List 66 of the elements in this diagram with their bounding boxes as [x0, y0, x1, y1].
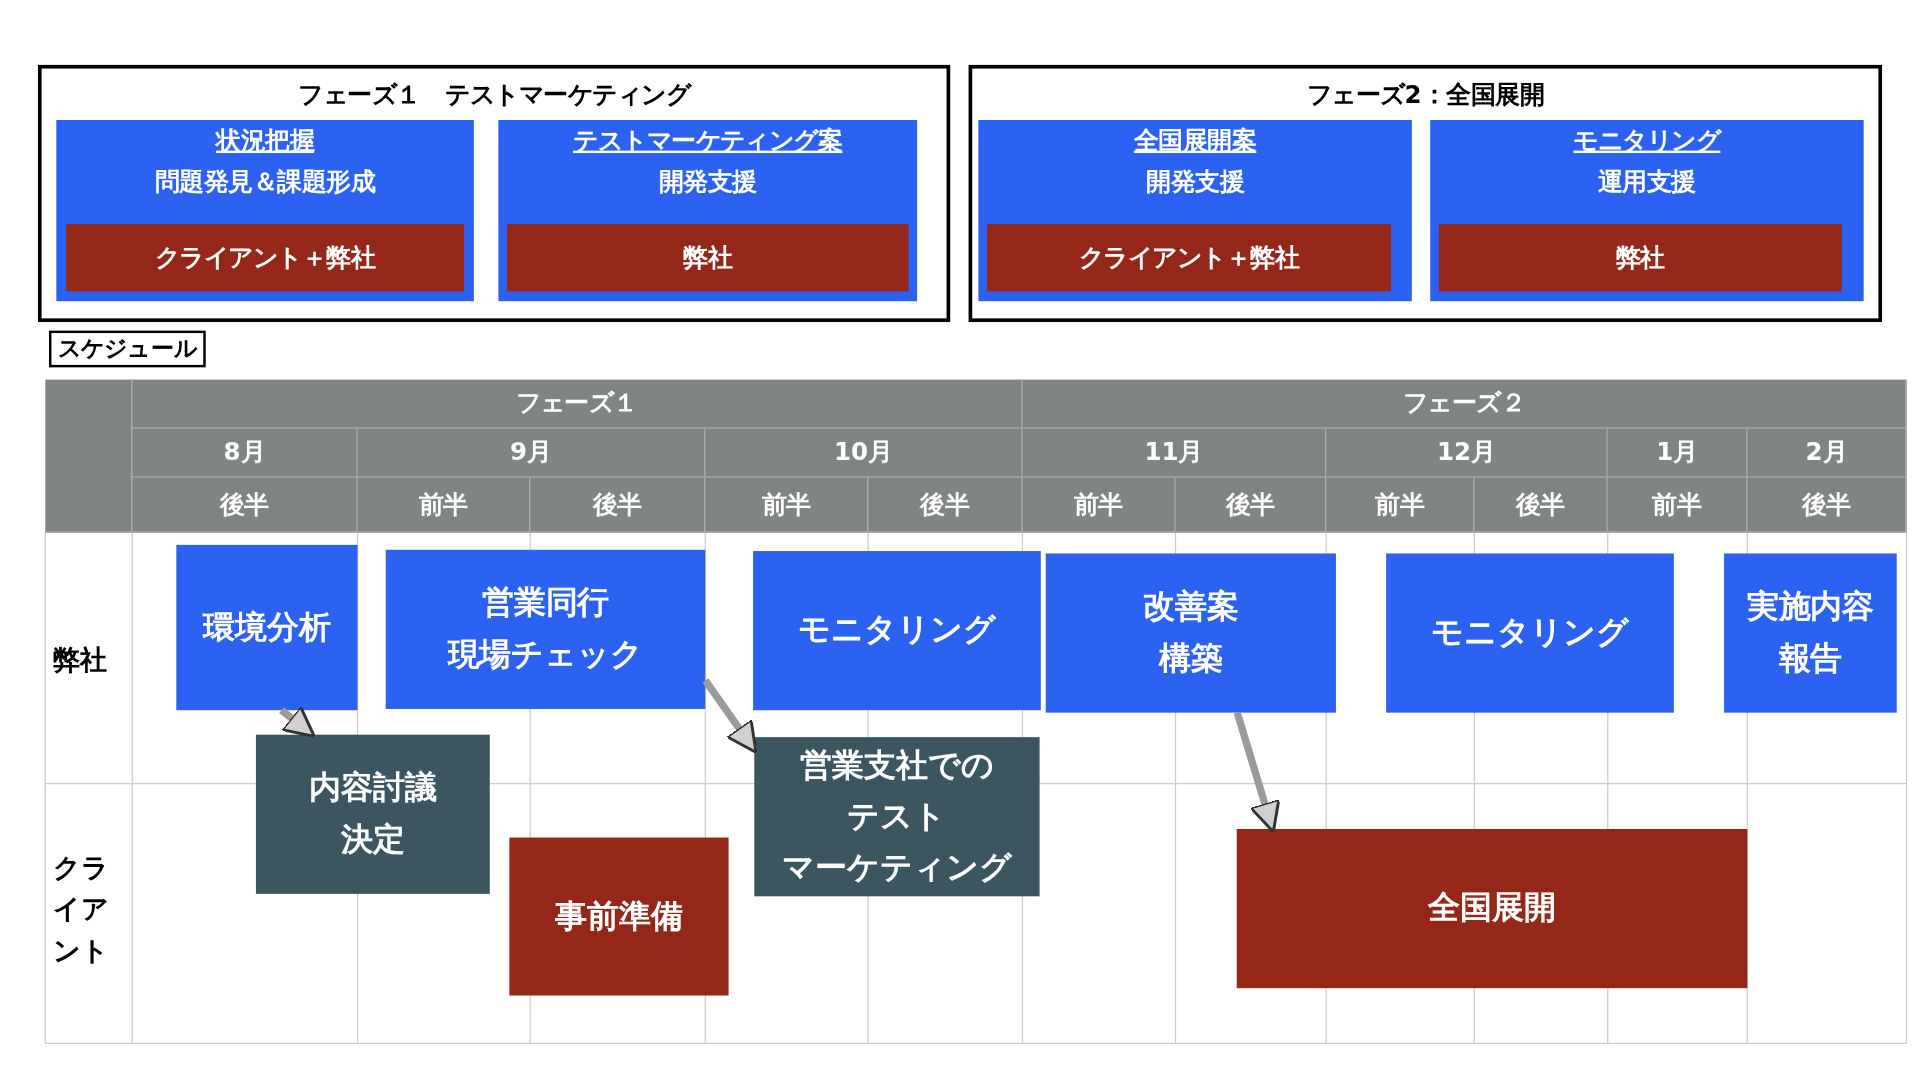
header-cell: 12月: [1326, 428, 1608, 478]
block-arrow: [702, 678, 758, 754]
step-subtitle: 開発支援: [1146, 165, 1245, 198]
header-cell: 11月: [1022, 428, 1327, 478]
header-cell: 後半: [1474, 477, 1608, 533]
row-label: 弊社: [51, 642, 108, 677]
task-bar: [1724, 553, 1897, 713]
task-bar: [509, 837, 729, 996]
header-cell: 前半: [1022, 477, 1176, 533]
phase-step-card: [498, 120, 918, 302]
step-subtitle: 運用支援: [1597, 165, 1696, 198]
task-label: モニタリング: [796, 610, 998, 650]
owner-bar: 弊社: [1438, 224, 1842, 292]
task-bar: [1386, 553, 1674, 713]
row-label: クライアント: [51, 851, 109, 969]
task-bar: [255, 734, 490, 894]
header-cell: 10月: [705, 428, 1023, 478]
owner-bar: クライアント＋弊社: [66, 224, 465, 292]
owner-bar: 弊社: [506, 224, 909, 292]
owner-bar: クライアント＋弊社: [986, 224, 1391, 292]
task-label: 改善案構築: [1142, 587, 1240, 678]
header-cell: 前半: [1607, 477, 1748, 533]
header-cell: 1月: [1607, 428, 1748, 478]
step-title: 状況把握: [216, 125, 315, 158]
header-cell: 後半: [530, 477, 706, 533]
step-subtitle: 問題発見＆課題形成: [154, 165, 376, 198]
task-bar: [753, 551, 1041, 711]
section-tag: スケジュール: [49, 330, 206, 368]
step-subtitle: 開発支援: [658, 165, 757, 198]
header-cell: 前半: [1326, 477, 1475, 533]
block-arrow: [1233, 711, 1281, 834]
task-bar: [176, 544, 358, 711]
task-label: 環境分析: [201, 607, 332, 647]
step-title: モニタリング: [1573, 125, 1721, 158]
task-label: モニタリング: [1429, 612, 1631, 653]
task-label: 事前準備: [554, 896, 684, 936]
phase-panel: [37, 64, 951, 323]
task-bar: [385, 549, 706, 709]
task-label: 内容討議決定: [308, 768, 438, 860]
header-cell: 前半: [357, 477, 531, 533]
phase-step-card: [978, 120, 1412, 302]
header-cell: 後半: [868, 477, 1023, 533]
header-cell: 後半: [1175, 477, 1327, 533]
task-label: 実施内容報告: [1745, 587, 1876, 678]
header-cell: フェーズ２: [1022, 379, 1907, 429]
header-cell: 8月: [132, 428, 358, 478]
step-title: 全国展開案: [1133, 125, 1257, 158]
phase-step-card: [1430, 120, 1864, 302]
task-bar: [1045, 553, 1336, 713]
phase-title: フェーズ2：全国展開: [1305, 78, 1545, 111]
block-arrow: [279, 705, 316, 738]
step-title: テストマーケティング案: [573, 125, 843, 158]
phase-panel: [968, 64, 1883, 323]
header-cell: 後半: [132, 477, 358, 533]
header-cell: 9月: [357, 428, 706, 478]
header-cell: 後半: [1747, 477, 1907, 533]
task-label: 営業同行現場チェック: [446, 583, 645, 675]
header-cell: フェーズ１: [132, 379, 1023, 429]
task-label: 営業支社でのテストマーケティング: [780, 745, 1014, 888]
phase-step-card: [56, 120, 474, 302]
task-bar: [1236, 829, 1748, 989]
task-label: 全国展開: [1427, 888, 1557, 928]
header-cell: 2月: [1747, 428, 1907, 478]
phase-title: フェーズ１ テストマーケティング: [297, 78, 692, 111]
task-bar: [754, 737, 1040, 897]
header-cell: 前半: [705, 477, 869, 533]
